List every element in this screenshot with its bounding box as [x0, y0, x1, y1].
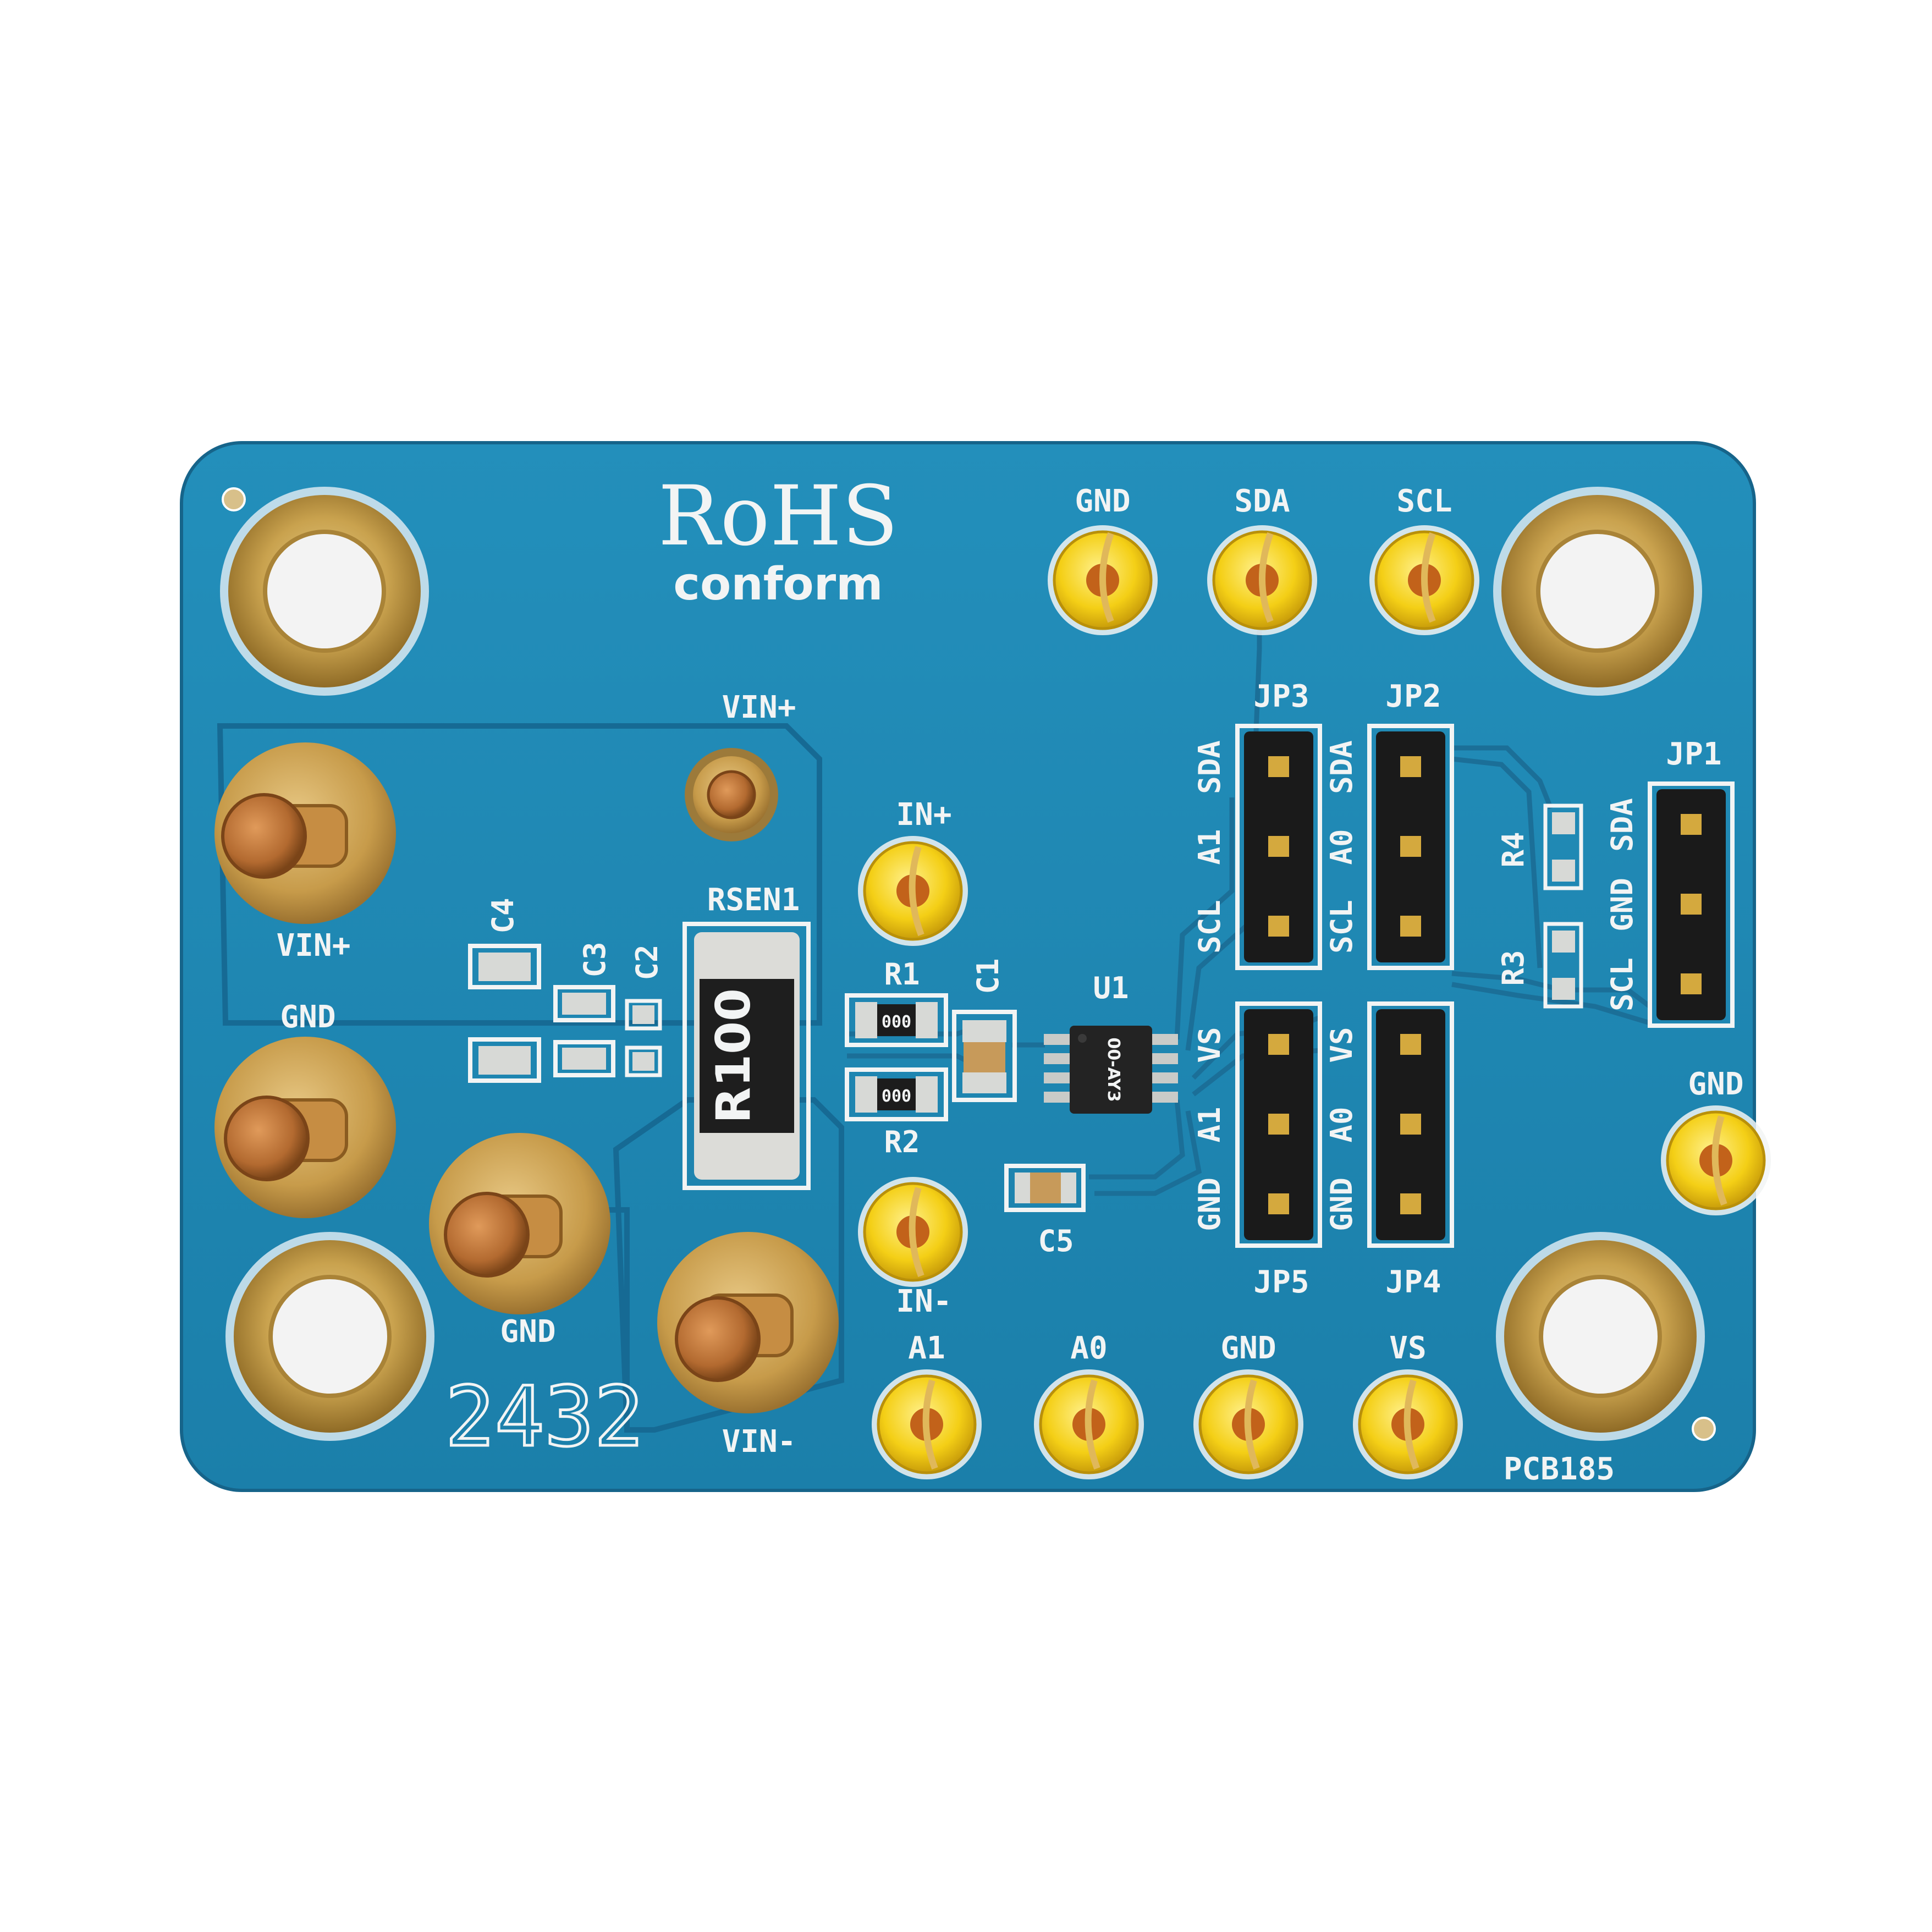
jumper-jp3[interactable]: JP3 SDA A1 SCL — [1192, 679, 1322, 970]
jumper-jp4[interactable]: JP4 VS A0 GND — [1324, 1001, 1454, 1300]
svg-text:A1: A1 — [1192, 829, 1227, 865]
svg-text:GND: GND — [1075, 483, 1130, 519]
svg-text:R1: R1 — [884, 957, 920, 992]
capacitor-c2: C2 — [625, 944, 664, 1077]
fiducial-top-left — [222, 487, 246, 511]
svg-text:JP3: JP3 — [1253, 679, 1309, 714]
power-connector-vin-plus-left[interactable] — [214, 742, 396, 924]
resistor-r3: R3 — [1496, 922, 1583, 1009]
power-connector-gnd-center[interactable] — [429, 1133, 610, 1314]
resistor-r1: 000 R1 — [845, 957, 948, 1047]
svg-text:VS: VS — [1389, 1330, 1426, 1366]
svg-text:GND: GND — [1688, 1066, 1743, 1102]
svg-text:U1: U1 — [1093, 971, 1129, 1005]
svg-text:00-AY3: 00-AY3 — [1104, 1037, 1123, 1102]
svg-text:R2: R2 — [884, 1125, 920, 1159]
svg-text:A0: A0 — [1324, 1107, 1359, 1142]
svg-text:GND: GND — [1220, 1330, 1276, 1366]
capacitor-c3: C3 — [553, 942, 615, 1077]
test-point-top-scl[interactable]: SCL — [1369, 483, 1479, 635]
test-point-in-plus[interactable]: IN+ — [858, 797, 968, 946]
test-point-in-minus[interactable]: IN- — [858, 1177, 968, 1319]
svg-text:SCL: SCL — [1192, 900, 1227, 954]
svg-text:GND: GND — [1605, 878, 1639, 932]
svg-text:C2: C2 — [630, 944, 664, 980]
test-point-bottom-a0[interactable]: A0 — [1034, 1330, 1144, 1479]
date-code: 2432 — [445, 1369, 643, 1465]
ic-u1: 00-AY3 U1 — [1044, 971, 1178, 1114]
jumper-jp1[interactable]: JP1 SDA GND SCL — [1605, 736, 1735, 1028]
svg-text:C1: C1 — [971, 958, 1005, 994]
svg-text:A1: A1 — [1192, 1107, 1227, 1142]
svg-text:C4: C4 — [486, 898, 520, 933]
svg-text:JP4: JP4 — [1385, 1264, 1441, 1300]
svg-text:R4: R4 — [1496, 832, 1531, 867]
power-connector-gnd-left[interactable] — [214, 1037, 396, 1218]
svg-text:A1: A1 — [908, 1330, 945, 1366]
pcb-id: PCB185 — [1504, 1451, 1615, 1487]
svg-text:R3: R3 — [1496, 950, 1531, 986]
svg-text:IN+: IN+ — [896, 797, 951, 833]
jumper-jp2[interactable]: JP2 SDA A0 SCL — [1324, 679, 1454, 970]
svg-text:SCL: SCL — [1324, 900, 1359, 954]
svg-text:SDA: SDA — [1234, 483, 1290, 519]
svg-text:C3: C3 — [577, 942, 612, 977]
test-point-bottom-a1[interactable]: A1 — [872, 1330, 982, 1479]
capacitor-c1: C1 — [952, 958, 1017, 1102]
label-vin-plus-left: VIN+ — [277, 928, 351, 964]
svg-text:SDA: SDA — [1324, 740, 1359, 794]
svg-text:SDA: SDA — [1192, 740, 1227, 794]
svg-text:JP5: JP5 — [1253, 1264, 1309, 1300]
test-point-bottom-vs[interactable]: VS — [1353, 1330, 1463, 1479]
test-point-bottom-gnd[interactable]: GND — [1193, 1330, 1303, 1479]
svg-text:C5: C5 — [1038, 1224, 1074, 1258]
svg-text:SCL: SCL — [1396, 483, 1452, 519]
svg-text:A0: A0 — [1324, 829, 1359, 865]
label-vin-minus: VIN- — [722, 1424, 796, 1460]
resistor-r4: R4 — [1496, 803, 1583, 890]
svg-text:RSEN1: RSEN1 — [707, 882, 800, 918]
capacitor-c5: C5 — [1004, 1164, 1086, 1258]
svg-text:SCL: SCL — [1605, 957, 1639, 1011]
test-point-right-gnd[interactable]: GND — [1661, 1066, 1771, 1215]
svg-text:SDA: SDA — [1605, 798, 1639, 852]
rohs-logo-line2: conform — [673, 558, 883, 610]
mounting-hole-bottom-right — [1496, 1232, 1705, 1441]
test-point-top-sda[interactable]: SDA — [1207, 483, 1317, 635]
mounting-hole-top-right — [1493, 487, 1702, 696]
svg-text:R100: R100 — [706, 988, 761, 1124]
capacitor-c4: C4 — [468, 898, 541, 1083]
svg-text:A0: A0 — [1070, 1330, 1107, 1366]
label-vin-plus-top: VIN+ — [722, 690, 796, 725]
rohs-logo-line1: RoHS — [658, 469, 899, 564]
svg-text:VS: VS — [1192, 1027, 1227, 1063]
label-gnd-left: GND — [280, 999, 335, 1035]
fiducial-bottom-right — [1692, 1417, 1716, 1441]
svg-text:VS: VS — [1324, 1027, 1359, 1063]
svg-text:JP2: JP2 — [1385, 679, 1441, 714]
svg-text:GND: GND — [1324, 1177, 1359, 1231]
svg-text:IN-: IN- — [896, 1284, 951, 1319]
svg-text:000: 000 — [882, 1087, 911, 1106]
svg-text:GND: GND — [1192, 1177, 1227, 1231]
power-connector-vin-minus[interactable] — [657, 1232, 839, 1413]
svg-text:JP1: JP1 — [1666, 736, 1721, 772]
mounting-hole-bottom-left — [225, 1232, 434, 1441]
mounting-hole-top-left — [220, 487, 429, 696]
resistor-r2: 000 R2 — [845, 1067, 948, 1159]
shunt-resistor-rsen1: R100 RSEN1 — [682, 882, 811, 1190]
jumper-jp5[interactable]: JP5 VS A1 GND — [1192, 1001, 1322, 1300]
label-gnd-center: GND — [500, 1314, 555, 1350]
svg-text:000: 000 — [882, 1012, 911, 1032]
power-connector-vin-plus-top[interactable] — [685, 748, 778, 841]
test-point-top-gnd[interactable]: GND — [1048, 483, 1158, 635]
